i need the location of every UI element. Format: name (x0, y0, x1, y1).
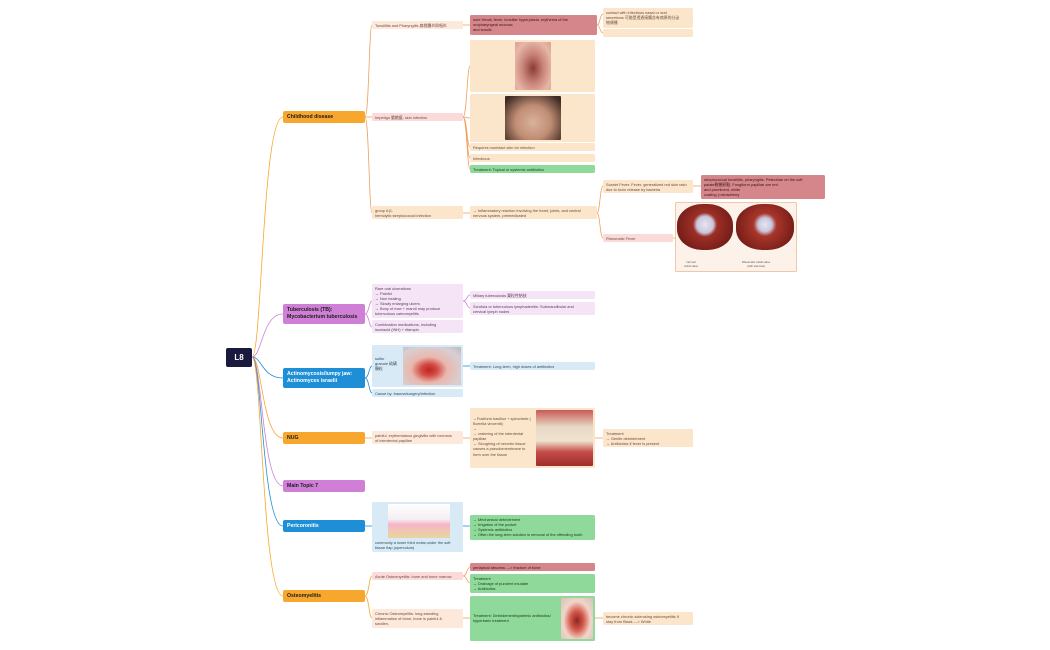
heart-rheumatic-caption: Rheumatic mitral valve (with stenosis) (741, 260, 771, 268)
node-osteo-acute-treatment[interactable]: Treatment → Drainage of purulent exudate… (470, 574, 595, 593)
node-osteo-acute[interactable]: Acute Osteomyelitis: bone and bone marro… (372, 572, 463, 580)
topic-childhood[interactable]: Childhood disease (283, 111, 365, 123)
node-osteo-chronic[interactable]: Chronic Osteomyelitis: long-standing inf… (372, 609, 463, 628)
nug-gum-photo (536, 410, 593, 466)
node-rheumatic-fever[interactable]: Rheumatic Fever (603, 234, 673, 242)
impetigo-face-photo (505, 96, 561, 140)
node-tonsil-contact[interactable]: contact with infectious nasal or oral se… (603, 8, 693, 28)
node-tonsil-empty[interactable] (603, 29, 693, 37)
node-impetigo-treatment[interactable]: Treatment: Topical or systemic antibioti… (470, 165, 595, 173)
node-tb-scrofula[interactable]: Scrofula or tuberculous lymphadenitis: S… (470, 302, 595, 315)
topic-actinomycosis[interactable]: Actinomycosis/lumpy jaw: Actinomyces isr… (283, 368, 365, 388)
peri-tooth-illustration (388, 504, 450, 538)
osteo-xray-photo (561, 598, 593, 639)
node-inflammatory[interactable]: → Inflammatory reaction involving the he… (470, 206, 597, 219)
node-osteo-chronic-result[interactable]: become chronic sclerosing osteomyelitis … (603, 612, 693, 625)
node-tb-meds[interactable]: Combination medications, including isoni… (372, 320, 463, 333)
node-osteo-abscess[interactable]: periapical abscess ---> fracture of bone (470, 563, 595, 571)
node-peri-treatment[interactable]: → Mechanical debridement → Irrigation of… (470, 515, 595, 540)
heart-normal-caption: Normal mitral valve (683, 260, 699, 268)
node-actino-treatment[interactable]: Treatment: Long-term, high doses of anti… (470, 362, 595, 370)
topic-main7[interactable]: Main Topic 7 (283, 480, 365, 492)
node-impetigo-infectious[interactable]: Infectious (470, 154, 595, 162)
node-tb-miliary[interactable]: Miliary tuberculosis 粟粒性結核 (470, 291, 595, 299)
node-nug-treatment[interactable]: Treatment → Gentle debridement → Antibio… (603, 429, 693, 447)
node-tonsillitis[interactable]: Tonsillitis and Pharyngitis 扁桃體炎與咽炎 (372, 21, 463, 29)
node-tonsil-signs[interactable]: sore throat, fever, tonsillar hyperplasi… (470, 15, 597, 35)
node-scarlet-fever[interactable]: Scarlet Fever: Fever, generalized red sk… (603, 180, 693, 193)
heart-normal-illustration (677, 204, 733, 250)
node-tb-oral[interactable]: Rare oral ulcerations → Painful → Non he… (372, 284, 463, 318)
heart-rheumatic-illustration (736, 204, 794, 250)
node-scarlet-detail[interactable]: streptococcal tonsillitis, pharyngitis. … (701, 175, 825, 199)
impetigo-lip-photo (515, 42, 551, 90)
node-group-a[interactable]: group A β- hemolytic streptococcal infec… (372, 206, 463, 219)
topic-pericoronitis[interactable]: Pericoronitis (283, 520, 365, 532)
node-impetigo-contact[interactable]: Requires nonintact skin for infection (470, 143, 595, 151)
node-nug-desc[interactable]: painful, erythematous gingivitis with ne… (372, 431, 463, 444)
topic-tb[interactable]: Tuberculosis (TB): Mycobacterium tubercu… (283, 304, 365, 324)
root-node[interactable]: L8 (226, 348, 252, 367)
topic-nug[interactable]: NUG (283, 432, 365, 444)
node-actino-cause[interactable]: Cause by: trauma/surgery/infection (372, 389, 463, 397)
topic-osteomyelitis[interactable]: Osteomyelitis (283, 590, 365, 602)
actino-photo (403, 347, 461, 385)
node-impetigo[interactable]: Impetigo 膿皰瘡, skin infection (372, 113, 463, 121)
